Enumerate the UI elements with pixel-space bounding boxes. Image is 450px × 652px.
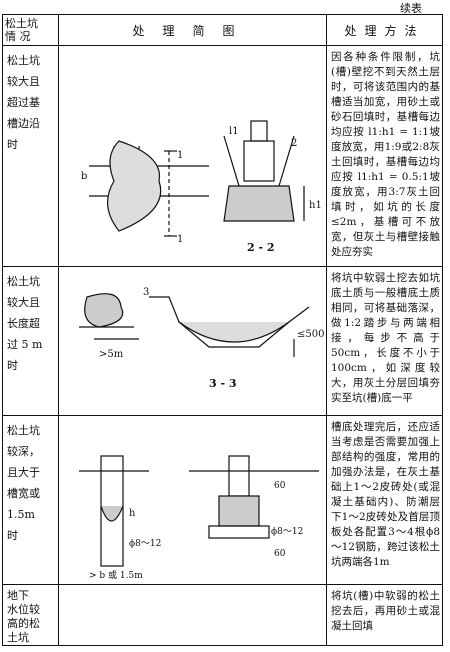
label-h1: h1 [309, 200, 322, 211]
condition-cell: 松土坑 较深， 且大于 槽宽或 1.5m 时 [2, 415, 59, 585]
label-b: b [81, 171, 87, 182]
continuation-label: 续表 [400, 2, 422, 15]
method-cell: 将坑(槽)中软弱的松土挖去后，再用砂土或混凝土回填 [326, 584, 443, 646]
section-title-3-3: 3 - 3 [209, 377, 237, 390]
diagram-cell: 1 1 b h1 l1 2 2 - 2 [58, 45, 327, 267]
label-l1: l1 [229, 126, 239, 137]
mark-2: 2 [291, 138, 297, 149]
dim-right: ≤500 [297, 329, 324, 340]
diagram-3: h ϕ8～12 ϕ8～12 60 60 > b 或 1.5m [79, 455, 319, 581]
table-row: 松土坑 较大且 超过基 槽边沿 时 1 1 b [2, 45, 443, 267]
section-mark-1: 1 [177, 150, 183, 161]
header-row: 松土坑 情 况 处理简图 处理方法 [2, 14, 443, 46]
header-condition: 松土坑 情 况 [2, 14, 59, 46]
size-60-bottom: 60 [274, 549, 286, 559]
diagram-2: 3 >5m ≤500 3 - 3 [79, 287, 324, 390]
section-title-2-2: 2 - 2 [247, 241, 275, 254]
diagram-cell [58, 584, 327, 646]
treatment-table: 松土坑 情 况 处理简图 处理方法 松土坑 较大且 超过基 槽边沿 时 1 [2, 14, 443, 646]
dim-left: >5m [99, 349, 124, 360]
condition-cell: 松土坑 较大且 超过基 槽边沿 时 [2, 45, 59, 267]
diagram-1: 1 1 b h1 l1 2 2 - 2 [81, 120, 322, 254]
section-mark-1b: 1 [177, 234, 183, 245]
mark-3: 3 [143, 287, 149, 298]
diagram-cell: 3 >5m ≤500 3 - 3 [58, 266, 327, 416]
method-cell: 槽底处理完后，还应适当考虑是否需要加强上部结构的强度，常用的加强办法是，在灰土基… [326, 415, 443, 585]
table-row: 地下 水位较 高的松 土坑 将坑(槽)中软弱的松土挖去后，再用砂土或混凝土回填 [2, 584, 443, 646]
width-note: > b 或 1.5m [89, 569, 143, 581]
rebar-left: ϕ8～12 [129, 539, 161, 549]
label-h: h [129, 508, 136, 519]
header-method: 处理方法 [326, 14, 443, 46]
rebar-right: ϕ8～12 [271, 527, 303, 537]
condition-cell: 松土坑 较大且 长度超 过 5 m 时 [2, 266, 59, 416]
table-row: 松土坑 较深， 且大于 槽宽或 1.5m 时 h ϕ8～12 ϕ8～12 60 … [2, 415, 443, 585]
method-cell: 将坑中软弱土挖去如坑底土质与一般槽底土质相同，可将基础落深，做1:2踏步与两端相… [326, 266, 443, 416]
table-row: 松土坑 较大且 长度超 过 5 m 时 3 >5m ≤500 3 - 3 将坑中… [2, 266, 443, 416]
condition-cell: 地下 水位较 高的松 土坑 [2, 584, 59, 646]
size-60-top: 60 [274, 481, 286, 491]
diagram-cell: h ϕ8～12 ϕ8～12 60 60 > b 或 1.5m [58, 415, 327, 585]
method-cell: 因各种条件限制，坑(槽)壁挖不到天然土层时，可将该范围内的基槽适当加宽，用砂土或… [326, 45, 443, 267]
header-diagram: 处理简图 [58, 14, 327, 46]
